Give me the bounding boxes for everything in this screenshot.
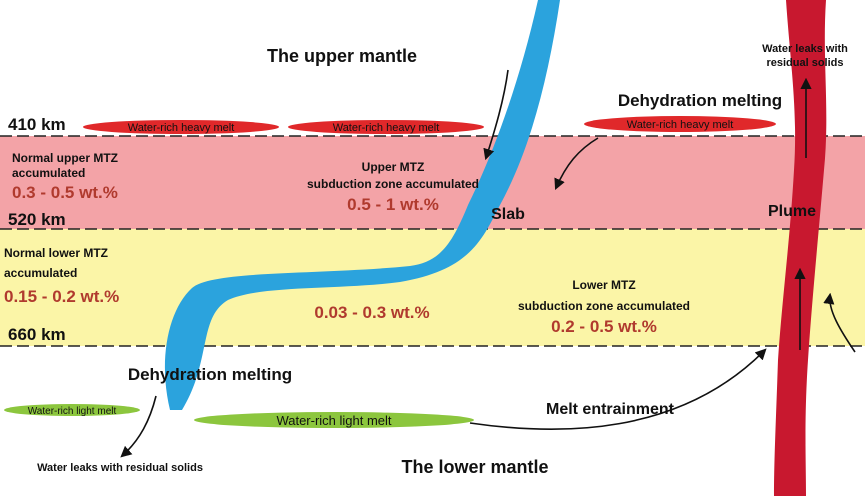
lower-mtz-band: [0, 229, 865, 346]
slab-value: 0.03 - 0.3 wt.%: [314, 303, 429, 322]
depth-520: 520 km: [8, 210, 66, 229]
lower-mantle-title: The lower mantle: [401, 457, 548, 477]
upper-mantle-title: The upper mantle: [267, 46, 417, 66]
melt-entrainment-label: Melt entrainment: [546, 401, 675, 418]
light-melt-center-label: Water-rich light melt: [276, 413, 391, 428]
water-leaks-top-line1: Water leaks with: [762, 43, 848, 55]
plume-label: Plume: [768, 203, 816, 220]
lower-subduction-value: 0.2 - 0.5 wt.%: [551, 317, 657, 336]
heavy-melt-2-label: Water-rich heavy melt: [333, 122, 440, 134]
normal-lower-mtz-line1: Normal lower MTZ: [4, 246, 108, 260]
normal-lower-mtz-line2: accumulated: [4, 266, 77, 280]
arrow-melt-entrainment: [469, 348, 767, 431]
lower-subduction-line2: subduction zone accumulated: [518, 299, 690, 313]
depth-660: 660 km: [8, 325, 66, 344]
upper-mtz-band: [0, 136, 865, 229]
lower-subduction-line1: Lower MTZ: [572, 278, 635, 292]
heavy-melt-3: [584, 116, 776, 132]
dehydration-melting-bottom: Dehydration melting: [128, 365, 292, 384]
slab-label: Slab: [491, 206, 525, 223]
water-leaks-top-line2: residual solids: [766, 57, 843, 69]
dehydration-melting-top: Dehydration melting: [618, 91, 782, 110]
water-leaks-bottom: Water leaks with residual solids: [37, 462, 203, 474]
arrow-slab-upper: [483, 69, 509, 161]
normal-upper-mtz-value: 0.3 - 0.5 wt.%: [12, 183, 118, 202]
upper-subduction-value: 0.5 - 1 wt.%: [347, 195, 439, 214]
light-melt-left: [4, 404, 140, 416]
light-melt-center: [194, 412, 474, 428]
heavy-melt-1: [83, 120, 279, 134]
depth-410: 410 km: [8, 115, 66, 134]
normal-lower-mtz-value: 0.15 - 0.2 wt.%: [4, 287, 119, 306]
upper-subduction-line2: subduction zone accumulated: [307, 177, 479, 191]
normal-upper-mtz-line1: Normal upper MTZ: [12, 151, 118, 165]
arrow-water-leaks: [120, 395, 157, 458]
plume-shape: [774, 0, 827, 496]
heavy-melt-3-label: Water-rich heavy melt: [627, 119, 734, 131]
heavy-melt-1-label: Water-rich heavy melt: [128, 122, 235, 134]
normal-upper-mtz-line2: accumulated: [12, 166, 85, 180]
slab-shape: [164, 0, 560, 410]
arrow-right-edge: [823, 292, 856, 353]
heavy-melt-2: [288, 120, 484, 134]
upper-subduction-line1: Upper MTZ: [362, 160, 425, 174]
arrow-heavy-melt: [554, 137, 599, 191]
light-melt-left-label: Water-rich light melt: [28, 406, 117, 417]
